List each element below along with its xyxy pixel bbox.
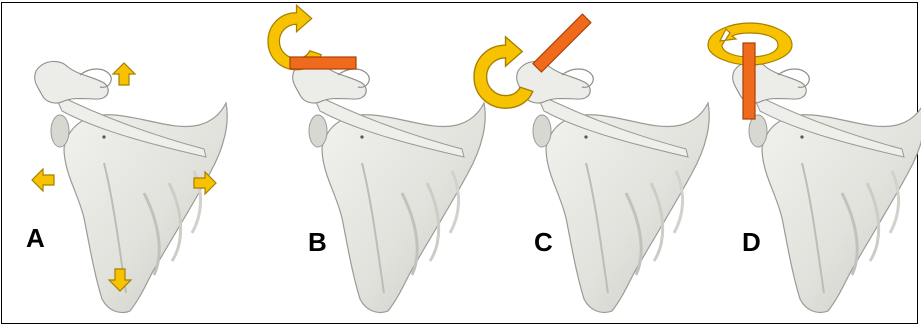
panel-c: C	[472, 3, 692, 323]
panel-b: B	[262, 3, 482, 323]
panel-a: A	[22, 3, 222, 323]
panel-label-c: C	[534, 227, 553, 258]
panel-d: D	[702, 3, 917, 323]
panel-label-a: A	[26, 223, 45, 254]
left-arrow-icon	[32, 169, 54, 191]
scapula-bone-b	[262, 3, 482, 323]
scapula-bone-c	[472, 3, 692, 323]
panel-label-b: B	[308, 227, 327, 258]
up-arrow-icon	[113, 63, 135, 85]
rotation-axis-bar	[290, 57, 356, 69]
rotation-axis-bar	[743, 43, 755, 119]
rotation-axis-bar	[533, 14, 591, 72]
scapula-bone-d	[702, 3, 917, 323]
panel-label-d: D	[742, 227, 761, 258]
scapula-bone-a	[22, 3, 222, 323]
figure-frame: A B C D	[1, 2, 918, 324]
